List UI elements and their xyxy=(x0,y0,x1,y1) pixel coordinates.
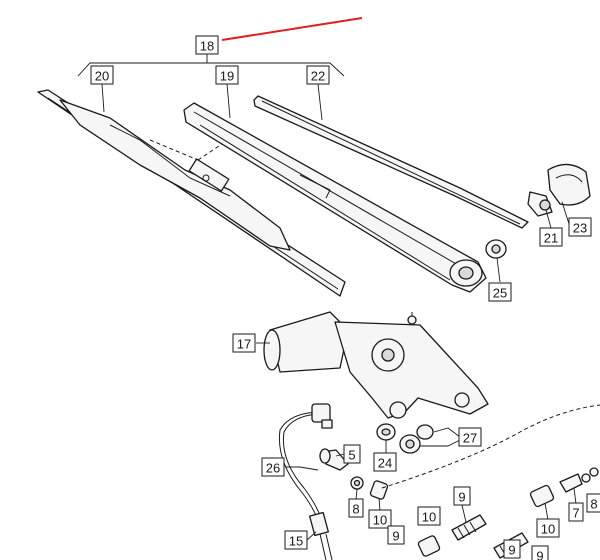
callout-5-box xyxy=(343,444,361,464)
callout-9-a[interactable]: 9 xyxy=(387,525,405,545)
washer-hose-part-26[interactable] xyxy=(278,411,323,521)
callout-18-box xyxy=(195,35,219,55)
callout-24-text: 24 xyxy=(378,456,392,471)
callout-20-box xyxy=(90,65,114,85)
callout-10-a-text: 10 xyxy=(373,513,387,528)
callout-21-box xyxy=(539,227,563,247)
sleeve-part-10-a[interactable] xyxy=(369,480,389,500)
callout-23[interactable]: 23 xyxy=(568,217,592,237)
callout-22[interactable]: 22 xyxy=(306,65,330,85)
callout-21[interactable]: 21 xyxy=(539,227,563,247)
callout-10-a-box xyxy=(368,509,392,529)
callout-24[interactable]: 24 xyxy=(373,452,397,472)
callout-9-b-box xyxy=(453,486,471,506)
callout-10-b-box xyxy=(417,506,441,526)
callout-9-a-text: 9 xyxy=(392,529,399,544)
callout-25[interactable]: 25 xyxy=(488,282,512,302)
callout-10-c-box xyxy=(536,518,560,538)
callout-27[interactable]: 27 xyxy=(458,427,482,447)
callout-9-d[interactable]: 9 xyxy=(503,539,521,559)
hose-connector[interactable] xyxy=(311,403,333,429)
fitting-part-7[interactable] xyxy=(559,467,599,493)
callout-22-text: 22 xyxy=(311,69,325,84)
callout-7[interactable]: 7 xyxy=(568,502,584,522)
callout-9-d-box xyxy=(503,539,521,559)
callout-21-text: 21 xyxy=(544,231,558,246)
callout-20-text: 20 xyxy=(95,69,109,84)
callout-5-text: 5 xyxy=(348,448,355,463)
wiper-arm-part-19[interactable] xyxy=(183,102,487,293)
nut-part-21[interactable] xyxy=(527,191,553,217)
callout-9-d-text: 9 xyxy=(508,543,515,558)
callout-22-box xyxy=(306,65,330,85)
callout-26[interactable]: 26 xyxy=(261,457,285,477)
highlight-pointer-line xyxy=(221,17,363,41)
arm-cover-part-22[interactable] xyxy=(253,95,529,229)
callout-8-b-box xyxy=(586,493,600,513)
callout-9-c[interactable]: 9 xyxy=(531,545,549,560)
callout-15-text: 15 xyxy=(289,534,303,549)
callout-8[interactable]: 8 xyxy=(348,498,364,518)
callout-18-text: 18 xyxy=(200,39,214,54)
callout-25-box xyxy=(488,282,512,302)
callout-27-text: 27 xyxy=(463,431,477,446)
callout-5[interactable]: 5 xyxy=(343,444,361,464)
callout-10-c[interactable]: 10 xyxy=(536,518,560,538)
callout-10-a[interactable]: 10 xyxy=(368,509,392,529)
callout-19-text: 19 xyxy=(220,69,234,84)
leader-lines xyxy=(101,83,577,541)
nut-part-25[interactable] xyxy=(485,239,507,259)
connector-part-5[interactable] xyxy=(319,448,349,471)
hatch-outline-dashed xyxy=(381,404,600,489)
callout-10-b-text: 10 xyxy=(422,510,436,525)
sleeve-part-10-c[interactable] xyxy=(529,484,555,508)
callout-23-text: 23 xyxy=(573,221,587,236)
nut-part-24[interactable] xyxy=(376,423,396,441)
callout-9-b-text: 9 xyxy=(458,490,465,505)
sleeve-part-10-b[interactable] xyxy=(417,535,441,557)
callout-26-text: 26 xyxy=(266,461,280,476)
callout-8-b[interactable]: 8 xyxy=(586,493,600,513)
callout-19-box xyxy=(215,65,239,85)
callout-17-box xyxy=(232,333,256,353)
callout-7-text: 7 xyxy=(572,506,579,521)
callout-26-box xyxy=(261,457,285,477)
spring-part-9-b[interactable] xyxy=(451,514,487,541)
bushing-part-27[interactable] xyxy=(399,424,434,454)
callout-18[interactable]: 18 xyxy=(195,35,219,55)
callout-24-box xyxy=(373,452,397,472)
callout-15-box xyxy=(284,530,308,550)
callout-9-b[interactable]: 9 xyxy=(453,486,471,506)
callout-15[interactable]: 15 xyxy=(284,530,308,550)
callout-10-b[interactable]: 10 xyxy=(417,506,441,526)
cap-part-23[interactable] xyxy=(547,163,591,206)
callout-17[interactable]: 17 xyxy=(232,333,256,353)
wiper-motor-part-17[interactable] xyxy=(263,311,489,419)
callout-9-c-box xyxy=(531,545,549,560)
callout-9-a-box xyxy=(387,525,405,545)
callout-8-b-text: 8 xyxy=(590,497,597,512)
fitting-part-8[interactable] xyxy=(350,476,364,490)
callout-8-text: 8 xyxy=(352,502,359,517)
callout-17-text: 17 xyxy=(237,337,251,352)
washer-hose-part-15[interactable] xyxy=(309,511,333,560)
callout-25-text: 25 xyxy=(493,286,507,301)
callout-27-box xyxy=(458,427,482,447)
callout-19[interactable]: 19 xyxy=(215,65,239,85)
callout-9-c-text: 9 xyxy=(536,549,543,560)
callout-10-c-text: 10 xyxy=(541,522,555,537)
callout-7-box xyxy=(568,502,584,522)
callout-8-box xyxy=(348,498,364,518)
callout-20[interactable]: 20 xyxy=(90,65,114,85)
group-bracket-18 xyxy=(77,54,345,77)
callout-23-box xyxy=(568,217,592,237)
